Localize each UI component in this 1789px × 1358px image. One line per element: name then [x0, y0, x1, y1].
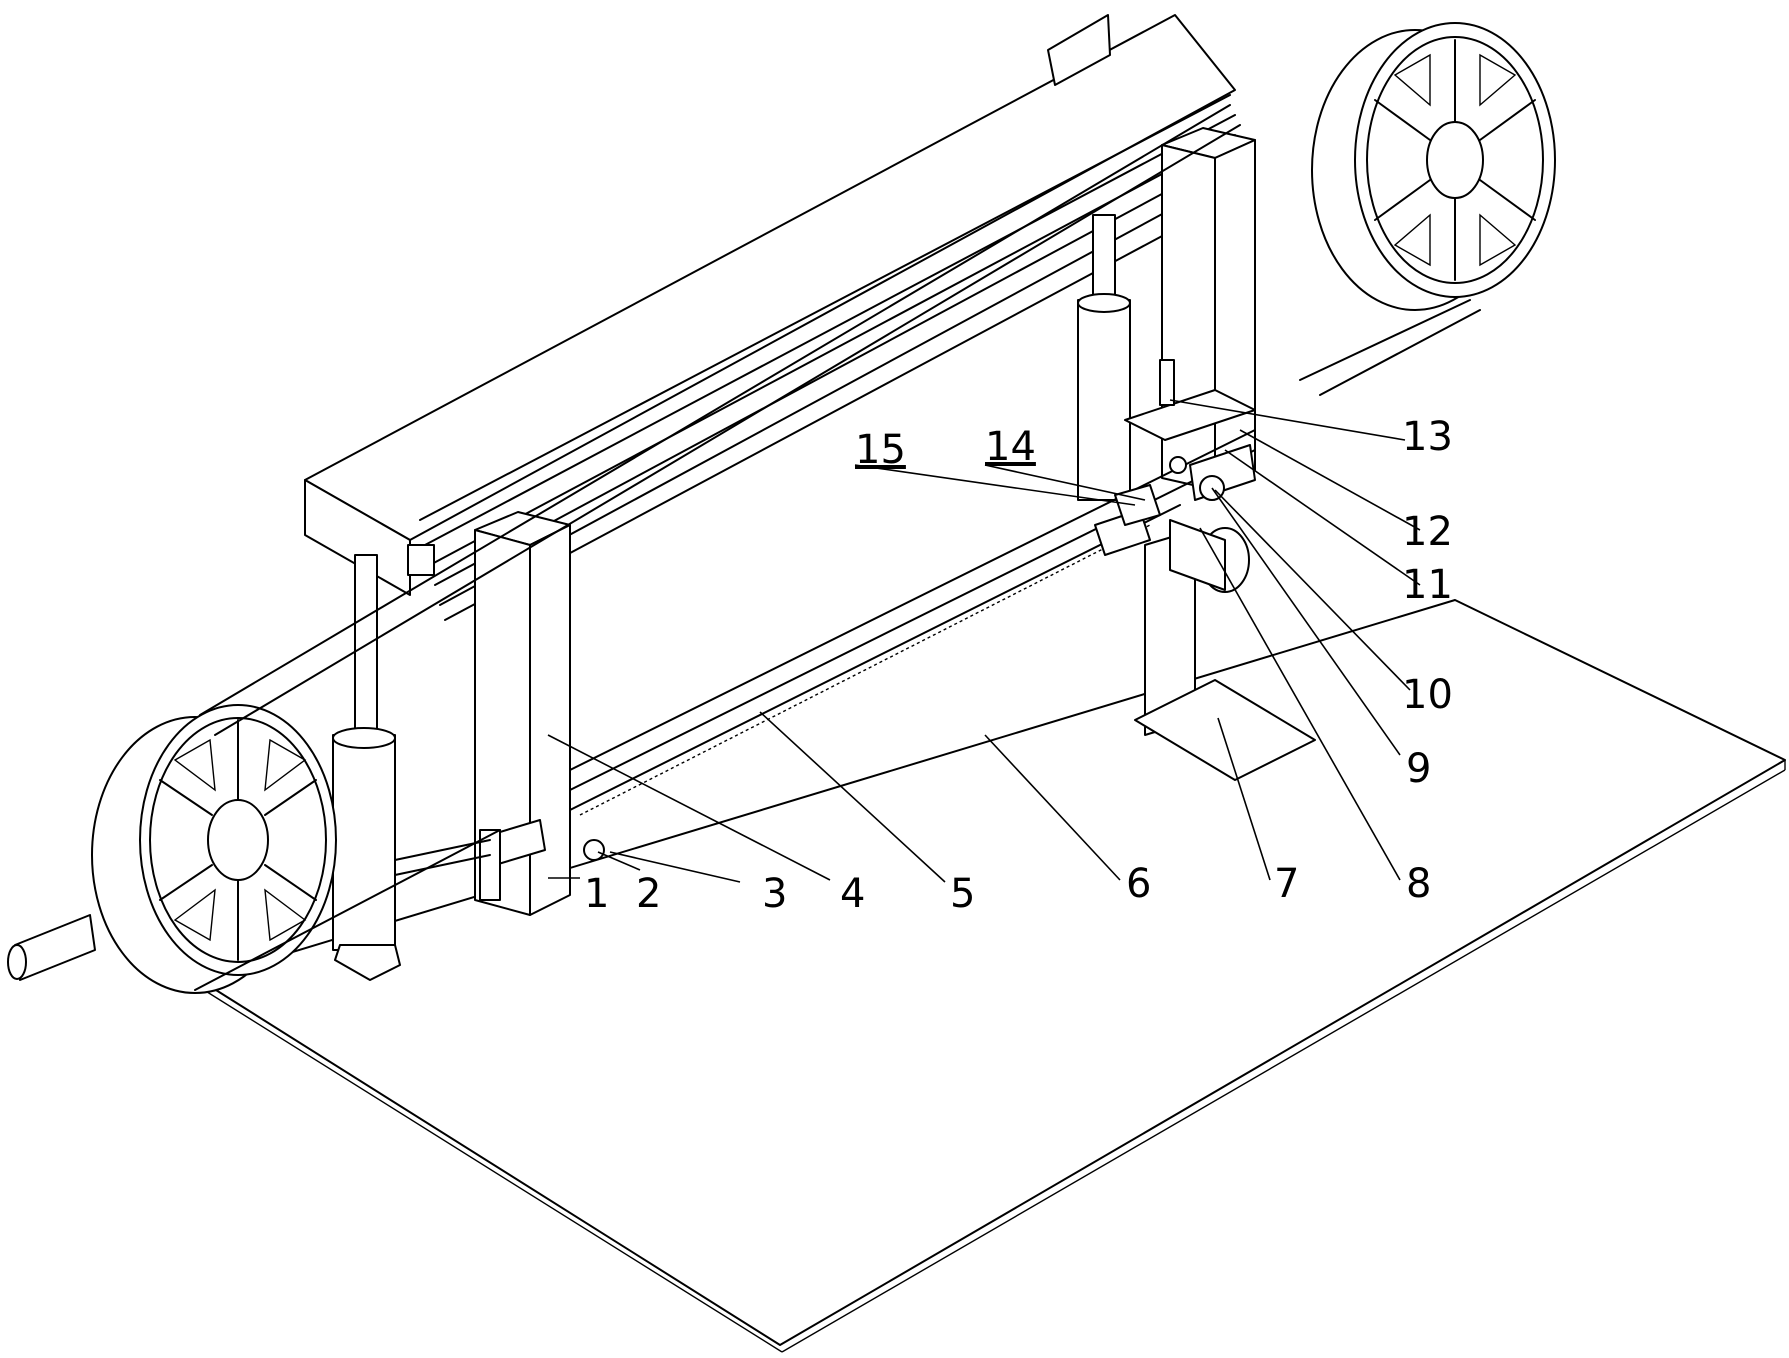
- label-8: 8: [1406, 861, 1431, 907]
- right-pulley: [1312, 23, 1555, 310]
- label-9: 9: [1406, 746, 1431, 792]
- label-15: 15: [855, 427, 906, 473]
- label-3: 3: [762, 871, 787, 917]
- label-10: 10: [1402, 672, 1453, 718]
- label-12: 12: [1402, 509, 1453, 555]
- label-6: 6: [1126, 861, 1151, 907]
- label-7: 7: [1274, 861, 1299, 907]
- label-13: 13: [1402, 414, 1453, 460]
- label-11: 11: [1402, 562, 1453, 608]
- label-14: 14: [985, 424, 1036, 470]
- left-pulley: [8, 705, 336, 993]
- label-5: 5: [950, 871, 975, 917]
- label-1: 1: [584, 871, 609, 917]
- base-plate: [200, 600, 1785, 1352]
- left-cylinder: [333, 555, 400, 980]
- label-4: 4: [840, 871, 865, 917]
- label-2: 2: [636, 871, 661, 917]
